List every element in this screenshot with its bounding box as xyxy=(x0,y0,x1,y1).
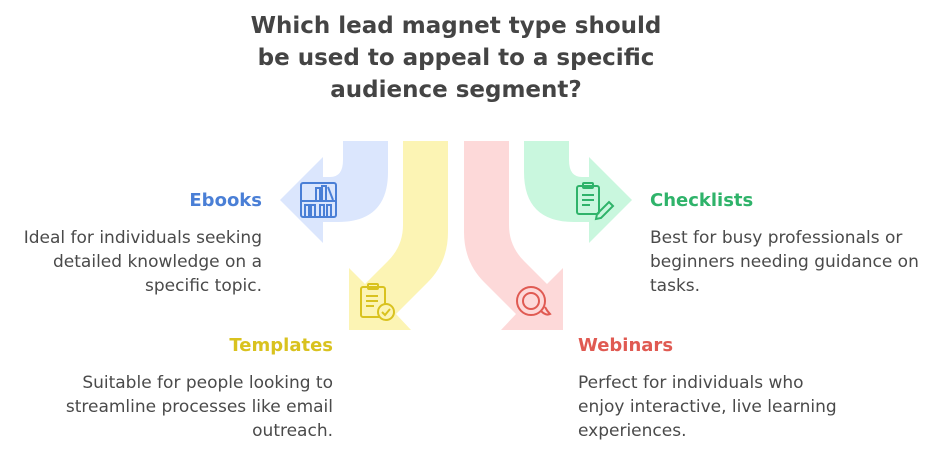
bookshelf-icon xyxy=(300,182,337,218)
diagram-title: Which lead magnet type should be used to… xyxy=(250,13,662,103)
clipboard-check-icon xyxy=(360,283,395,321)
webinars-description: Perfect for individuals who enjoy intera… xyxy=(578,373,837,441)
templates-label: Templates xyxy=(229,335,333,356)
ebooks-description: Ideal for individuals seeking detailed k… xyxy=(23,228,262,296)
webinars-label: Webinars xyxy=(578,335,674,356)
ebooks-label: Ebooks xyxy=(189,190,262,211)
ebooks-arrow xyxy=(280,141,388,243)
chat-bubble-icon xyxy=(516,286,552,316)
webinars-arrow xyxy=(464,141,563,330)
clipboard-pencil-icon xyxy=(576,182,615,221)
checklists-description: Best for busy professionals or beginners… xyxy=(650,228,919,296)
templates-arrow xyxy=(349,141,448,330)
checklists-label: Checklists xyxy=(650,190,754,211)
templates-description: Suitable for people looking to streamlin… xyxy=(65,373,333,441)
